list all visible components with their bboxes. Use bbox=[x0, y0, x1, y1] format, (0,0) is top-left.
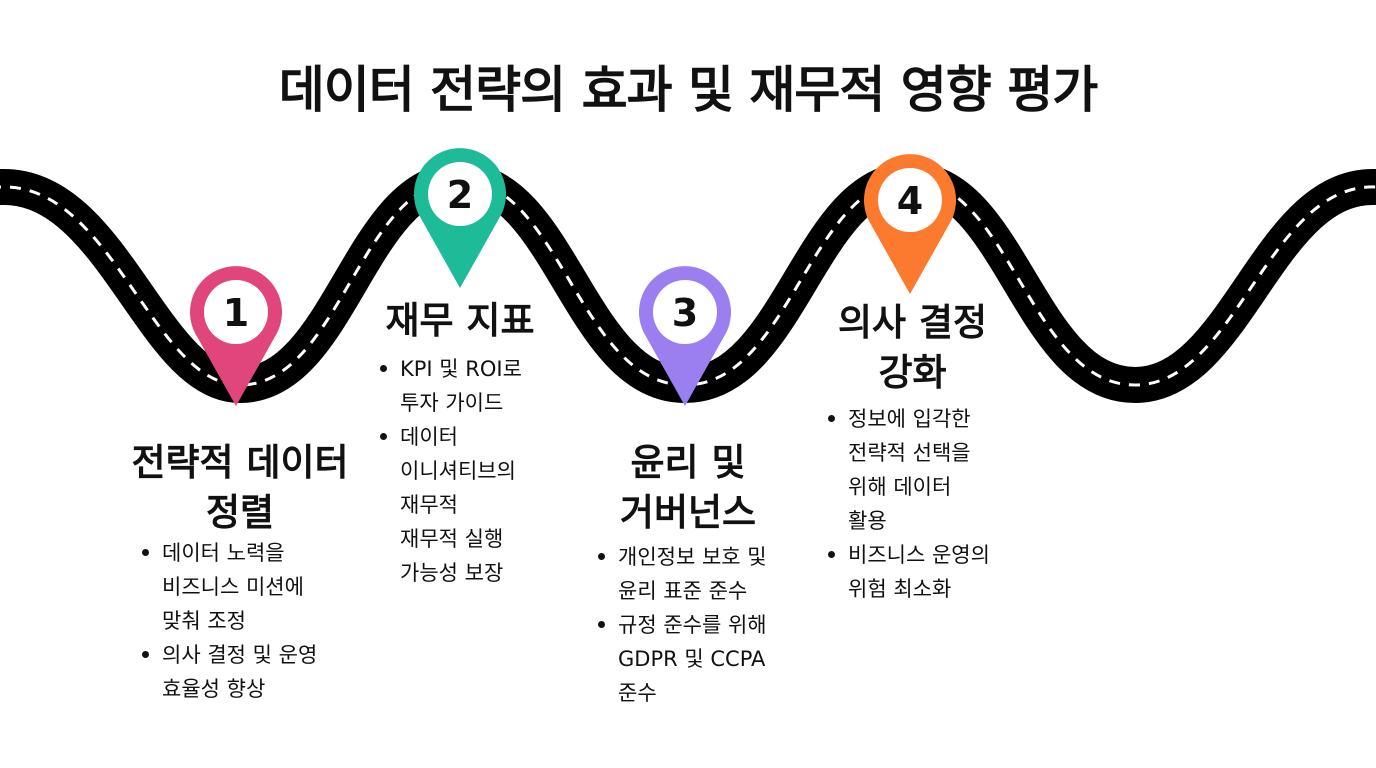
bullet-line: 데이터 노력을 bbox=[162, 541, 285, 565]
bullet-line: 활용 bbox=[848, 509, 887, 533]
stage-1-number: 1 bbox=[223, 291, 249, 335]
map-pin-3: 3 bbox=[639, 266, 731, 406]
stage-3-bullets: 개인정보 보호 및 윤리 표준 준수 규정 준수를 위해 GDPR 및 CCPA… bbox=[596, 540, 816, 710]
stage-1-title-line: 전략적 데이터 bbox=[131, 441, 349, 484]
stage-2-number: 2 bbox=[447, 173, 473, 217]
map-pin-4: 4 bbox=[864, 154, 956, 294]
stage-1-bullet: 데이터 노력을 비즈니스 미션에 맞춰 조정 bbox=[140, 536, 370, 638]
bullet-line: 재무적 bbox=[400, 493, 458, 517]
stage-3-title: 윤리 및 거버넌스 bbox=[568, 438, 808, 538]
bullet-line: KPI 및 ROI로 bbox=[400, 357, 522, 381]
map-pin-2: 2 bbox=[414, 148, 506, 288]
stage-2-bullet: 데이터 이니셔티브의 재무적 재무적 실행 가능성 보장 bbox=[378, 420, 578, 590]
bullet-line: 맞춰 조정 bbox=[162, 609, 246, 633]
bullet-line: 비즈니스 운영의 bbox=[848, 543, 990, 567]
bullet-line: 이니셔티브의 bbox=[400, 459, 516, 483]
stage-1-bullets: 데이터 노력을 비즈니스 미션에 맞춰 조정 의사 결정 및 운영 효율성 향상 bbox=[140, 536, 370, 706]
bullet-line: 재무적 실행 bbox=[400, 527, 504, 551]
stage-2-bullet: KPI 및 ROI로 투자 가이드 bbox=[378, 352, 578, 420]
bullet-line: 비즈니스 미션에 bbox=[162, 575, 304, 599]
bullet-line: 가능성 보장 bbox=[400, 561, 504, 585]
stage-1-bullet: 의사 결정 및 운영 효율성 향상 bbox=[140, 638, 370, 706]
bullet-line: 전략적 선택을 bbox=[848, 441, 971, 465]
stage-4-bullet: 정보에 입각한 전략적 선택을 위해 데이터 활용 bbox=[826, 402, 1036, 538]
bullet-line: 규정 준수를 위해 bbox=[618, 613, 767, 637]
stage-4-bullet: 비즈니스 운영의 위험 최소화 bbox=[826, 538, 1036, 606]
bullet-line: 윤리 표준 준수 bbox=[618, 579, 748, 603]
bullet-line: GDPR 및 CCPA bbox=[618, 647, 766, 671]
bullet-line: 준수 bbox=[618, 681, 657, 705]
bullet-line: 데이터 bbox=[400, 425, 458, 449]
stage-3-bullet: 개인정보 보호 및 윤리 표준 준수 bbox=[596, 540, 816, 608]
stage-3-bullet: 규정 준수를 위해 GDPR 및 CCPA 준수 bbox=[596, 608, 816, 710]
stage-4-number: 4 bbox=[897, 179, 923, 223]
bullet-line: 의사 결정 및 운영 bbox=[162, 643, 318, 667]
stage-3-number: 3 bbox=[672, 291, 698, 335]
bullet-line: 효율성 향상 bbox=[162, 677, 266, 701]
page-title: 데이터 전략의 효과 및 재무적 영향 평가 bbox=[278, 61, 1098, 119]
bullet-line: 투자 가이드 bbox=[400, 391, 504, 415]
stage-3-title-line: 거버넌스 bbox=[619, 491, 757, 534]
stage-4-bullets: 정보에 입각한 전략적 선택을 위해 데이터 활용 비즈니스 운영의 위험 최소… bbox=[826, 402, 1036, 606]
stage-4-title-line: 의사 결정 bbox=[837, 301, 988, 344]
bullet-line: 위험 최소화 bbox=[848, 577, 952, 601]
stage-2-title-line: 재무 지표 bbox=[385, 299, 535, 342]
bullet-line: 정보에 입각한 bbox=[848, 407, 971, 431]
stage-3-title-line: 윤리 및 bbox=[630, 441, 746, 484]
bullet-line: 개인정보 보호 및 bbox=[618, 545, 767, 569]
stage-2-bullets: KPI 및 ROI로 투자 가이드 데이터 이니셔티브의 재무적 재무적 실행 … bbox=[378, 352, 578, 590]
stage-4-title-line: 강화 bbox=[878, 351, 947, 394]
stage-2-title: 재무 지표 bbox=[360, 296, 560, 346]
stage-4-title: 의사 결정 강화 bbox=[800, 298, 1025, 398]
map-pin-1: 1 bbox=[190, 266, 282, 406]
stage-1-title-line: 정렬 bbox=[205, 491, 275, 534]
stage-1-title: 전략적 데이터 정렬 bbox=[100, 438, 380, 538]
bullet-line: 위해 데이터 bbox=[848, 475, 952, 499]
